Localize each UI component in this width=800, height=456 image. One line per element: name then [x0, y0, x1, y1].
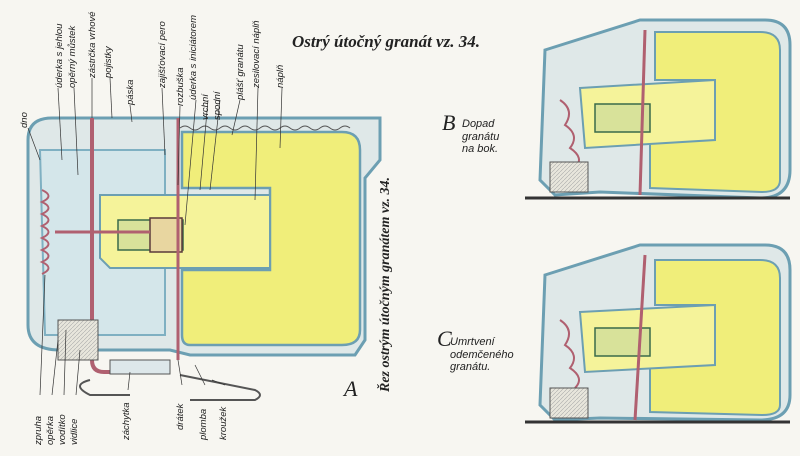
label-spodni: spodní	[212, 91, 223, 120]
wavy-casing	[179, 125, 351, 131]
label-dno: dno	[19, 112, 30, 128]
figure-b-caption-line: granátu	[462, 130, 500, 143]
label-operny-mustek: opěrný můstek	[67, 25, 78, 88]
page-title: Ostrý útočný granát vz. 34.	[292, 32, 480, 51]
label-dratek: drátek	[175, 403, 186, 430]
label-pojistky: pojistky	[103, 46, 114, 78]
label-zachytka: záchytka	[121, 402, 132, 441]
ring-wire	[179, 374, 261, 401]
label-uderka-s-iniciatorem: úderka s iniciátorem	[188, 14, 199, 100]
b-rod	[638, 29, 647, 196]
pull-ring	[79, 379, 130, 396]
c-rod	[633, 254, 647, 421]
label-voditko: vodítko	[57, 414, 68, 445]
label-vrchni: vrchní	[200, 94, 211, 120]
label-vidlice: vidlice	[69, 418, 80, 445]
figure-b-section	[525, 18, 792, 200]
label-paska: páska	[125, 79, 136, 105]
figure-a-letter: A	[344, 376, 358, 401]
figure-b-letter: B	[442, 110, 456, 135]
b-spring	[559, 99, 580, 169]
leader-lines-bottom	[39, 274, 226, 396]
figure-b-caption-line: na bok.	[462, 143, 499, 156]
vertical-title: Řez ostrým útočným granátem vz. 34.	[378, 176, 393, 392]
figure-c-caption-line: Umrtvení	[450, 336, 495, 348]
label-plast-granatu: plášť granátu	[235, 44, 246, 100]
figure-c-letter: C	[437, 326, 452, 351]
figure-b-caption: Dopad granátu na bok.	[462, 118, 532, 156]
label-zastrcka-vrhove: zástrčka vrhové	[87, 11, 98, 78]
label-plomba: plomba	[198, 408, 209, 440]
label-uderka-s-jehlou: úderka s jehlou	[54, 23, 65, 88]
figure-a-section	[26, 77, 382, 401]
figure-b-caption-line: Dopad	[462, 118, 495, 130]
c-base-block	[549, 387, 589, 419]
label-zajistovaci-pero: zajišťovací pero	[157, 21, 168, 88]
spring	[39, 189, 50, 275]
leader-lines-top	[27, 77, 283, 226]
figure-c-caption: Umrtvení odemčeného granátu.	[450, 336, 520, 374]
base-block	[57, 319, 99, 361]
figure-c-caption-line: granátu.	[450, 361, 491, 374]
label-rozbuska: rozbuška	[175, 67, 186, 106]
c-spring	[559, 319, 580, 389]
label-zesilovaci-napln: zesilovací náplň	[251, 20, 262, 88]
catch-plate	[109, 359, 171, 375]
figure-c-section	[525, 243, 792, 424]
label-krouzek: kroužek	[218, 406, 229, 440]
label-zpruha: zpruha	[33, 415, 44, 445]
label-napln: náplň	[275, 64, 286, 88]
figure-c-caption-line: odemčeného	[450, 348, 514, 361]
b-base-block	[549, 161, 589, 193]
label-operka: opěrka	[45, 415, 56, 445]
